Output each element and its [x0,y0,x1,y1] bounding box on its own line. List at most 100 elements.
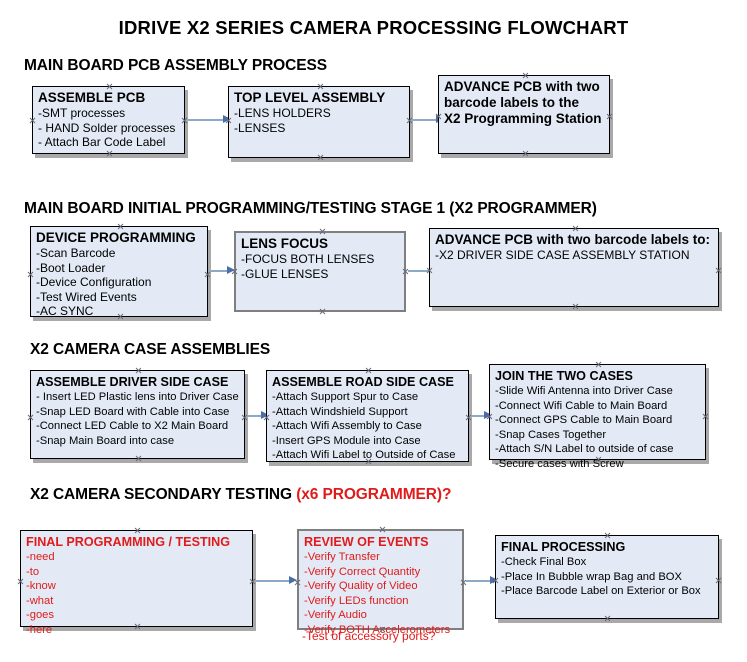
node-line: barcode labels to the [444,95,580,110]
review-of-events-overflow-line: -Test of accessory ports? [302,629,436,643]
connection-handle-left[interactable] [17,578,24,585]
node-title: FINAL PROCESSING [501,540,626,554]
arrow-top-level-to-advance-pcb [412,119,440,121]
connection-handle-top[interactable] [379,526,386,533]
connection-handle-right[interactable] [249,578,256,585]
connection-handle-bottom[interactable] [117,313,124,320]
node-line: -GLUE LENSES [241,266,329,281]
node-title: DEVICE PROGRAMMING [36,230,196,245]
node-title: ADVANCE PCB with two barcode labels to: [435,232,711,247]
node-title: TOP LEVEL ASSEMBLY [234,90,386,105]
connection-handle-bottom[interactable] [135,455,142,462]
node-assemble-driver-side-case[interactable]: ASSEMBLE DRIVER SIDE CASE - Insert LED P… [30,370,245,459]
node-join-the-two-cases[interactable]: JOIN THE TWO CASES -Slide Wifi Antenna i… [486,361,709,470]
connection-handle-right[interactable] [715,267,722,274]
connection-handle-left[interactable] [225,117,232,124]
connection-handle-top[interactable] [572,225,579,232]
connection-handle-top[interactable] [106,83,113,90]
connection-handle-top[interactable] [317,83,324,90]
node-line: -Attach Wifi Label to Outside of Case [272,449,456,462]
connection-handle-left[interactable] [29,117,36,124]
node-line: -Place In Bubble wrap Bag and BOX [501,570,682,583]
node-line: -Device Configuration [36,275,152,290]
node-line: -Snap LED Board with Cable into Case [36,405,230,418]
node-line: -Boot Loader [36,260,106,275]
node-final-programming-testing[interactable]: FINAL PROGRAMMING / TESTING -need -to -k… [17,527,256,636]
connection-handle-top[interactable] [595,361,602,368]
node-review-of-events[interactable]: REVIEW OF EVENTS -Verify Transfer -Verif… [294,526,464,636]
node-line: -Attach Support Spur to Case [272,391,419,403]
node-line: -LENS HOLDERS [234,106,331,120]
node-line: -Snap Main Board into case [36,434,175,447]
connection-handle-top[interactable] [117,223,124,230]
node-line: -X2 DRIVER SIDE CASE ASSEMBLY STATION [435,248,690,262]
node-line: -Connect GPS Cable to Main Board [495,414,673,427]
node-line: -Verify Transfer [304,551,380,563]
connection-handle-bottom[interactable] [365,458,372,465]
node-line: -Verify LEDs function [304,594,409,607]
section-heading-text: MAIN BOARD INITIAL PROGRAMMING/TESTING S… [24,200,597,217]
section-heading-text: MAIN BOARD PCB ASSEMBLY PROCESS [24,57,327,74]
arrow-head-icon [289,576,297,584]
connection-handle-left[interactable] [294,579,301,586]
node-line: -to [26,565,40,578]
connection-handle-right[interactable] [702,413,709,420]
node-line: - Insert LED Plastic lens into Driver Ca… [36,391,239,403]
node-line: -what [26,594,54,607]
connection-handle-top[interactable] [135,367,142,374]
connection-handle-left[interactable] [486,413,493,420]
connection-handle-bottom[interactable] [572,303,579,310]
node-line: -Connect Wifi Cable to Main Board [495,399,668,412]
node-title: ASSEMBLE DRIVER SIDE CASE [36,375,229,389]
connection-handle-top[interactable] [319,228,326,235]
connection-handle-right[interactable] [181,117,188,124]
node-top-level-assembly[interactable]: TOP LEVEL ASSEMBLY -LENS HOLDERS -LENSES [228,86,410,158]
connection-handle-top[interactable] [134,527,141,534]
node-lens-focus[interactable]: LENS FOCUS -FOCUS BOTH LENSES -GLUE LENS… [234,231,406,312]
node-line: -Verify Quality of Video [304,580,418,593]
connection-handle-bottom[interactable] [522,150,529,157]
node-line: -Scan Barcode [36,246,116,260]
connection-handle-bottom[interactable] [604,615,611,622]
connection-handle-top[interactable] [522,72,529,79]
connection-handle-bottom[interactable] [106,150,113,157]
arrow-lens-focus-to-advance-pcb [408,270,433,272]
connection-handle-bottom[interactable] [134,623,141,630]
node-line: -LENSES [234,120,286,135]
connection-handle-left[interactable] [27,271,34,278]
node-line: -FOCUS BOTH LENSES [241,252,375,266]
node-title: ASSEMBLE ROAD SIDE CASE [272,375,454,389]
node-title: LENS FOCUS [241,236,329,251]
connection-handle-left[interactable] [492,577,499,584]
connection-handle-left[interactable] [426,267,433,274]
connection-handle-bottom[interactable] [317,154,324,161]
connection-handle-left[interactable] [263,414,270,421]
node-device-programming[interactable]: DEVICE PROGRAMMING -Scan Barcode -Boot L… [27,223,211,320]
connection-handle-right[interactable] [606,113,613,120]
node-title: JOIN THE TWO CASES [495,369,633,383]
node-assemble-pcb[interactable]: ASSEMBLE PCB -SMT processes - HAND Solde… [32,86,185,154]
connection-handle-left[interactable] [435,113,442,120]
section-heading-accent: (x6 PROGRAMMER)? [296,486,452,503]
arrow-assemble-pcb-to-top-level [188,119,226,121]
section-heading-text: X2 CAMERA CASE ASSEMBLIES [30,341,271,358]
connection-handle-right[interactable] [715,577,722,584]
section-heading-x2-camera-case-assemblies: X2 CAMERA CASE ASSEMBLIES [30,341,270,359]
connection-handle-top[interactable] [604,532,611,539]
connection-handle-top[interactable] [365,367,372,374]
node-title: REVIEW OF EVENTS [304,535,429,549]
connection-handle-left[interactable] [231,268,238,275]
node-line: -Verify BOTH Accelerometers [304,623,451,636]
node-final-processing[interactable]: FINAL PROCESSING -Check Final Box -Place… [495,535,719,619]
node-line: X2 Programming Station [444,111,602,126]
node-line: -Check Final Box [501,556,587,568]
connection-handle-right[interactable] [204,271,211,278]
node-assemble-road-side-case[interactable]: ASSEMBLE ROAD SIDE CASE -Attach Support … [266,370,469,462]
connection-handle-bottom[interactable] [319,308,326,315]
node-advance-pcb-to-driver-side-case-station[interactable]: ADVANCE PCB with two barcode labels to: … [429,228,719,307]
node-line: -Attach Wifi Assembly to Case [272,420,422,433]
node-advance-pcb-to-x2-programming-station[interactable]: ADVANCE PCB with two barcode labels to t… [438,75,610,154]
connection-handle-bottom[interactable] [595,456,602,463]
connection-handle-left[interactable] [27,414,34,421]
